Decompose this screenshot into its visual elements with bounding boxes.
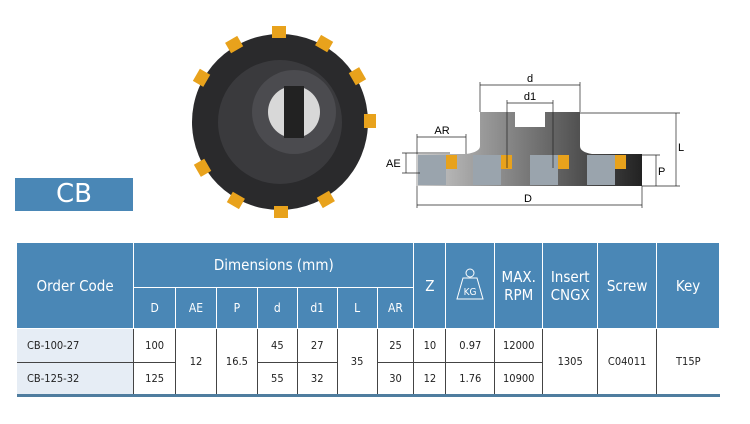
subheader-P: P	[215, 287, 258, 329]
order-code: CB-100-27	[17, 328, 135, 363]
table-row: CB-125-32 125 55 32 30 12 1.76 10900	[17, 362, 720, 397]
weight-icon: KG	[456, 268, 484, 299]
subheader-d1: d1	[296, 287, 338, 329]
cell-Z: 10	[413, 328, 447, 363]
cell-d1: 27	[296, 328, 338, 363]
label-ae: AE	[386, 158, 401, 170]
cell-AE: 12	[175, 328, 217, 397]
subheader-d: d	[256, 287, 298, 329]
label-ar: AR	[434, 125, 449, 137]
label-d1: d1	[524, 91, 536, 103]
cell-insert: 1305	[542, 328, 599, 397]
subheader-L: L	[336, 287, 378, 329]
cell-weight: 1.76	[445, 362, 496, 397]
cell-screw: C04011	[597, 328, 658, 397]
header-max-rpm: MAX. RPM	[494, 242, 544, 329]
cell-rpm: 12000	[494, 328, 544, 363]
subheader-D: D	[133, 287, 177, 329]
cell-weight: 0.97	[445, 328, 496, 363]
label-d: d	[527, 73, 533, 85]
label-l: L	[678, 142, 684, 154]
cell-Z: 12	[413, 362, 447, 397]
order-code: CB-125-32	[17, 362, 135, 397]
label-p: P	[658, 166, 665, 178]
header-insert: Insert CNGX	[542, 242, 599, 329]
cell-rpm: 10900	[494, 362, 544, 397]
header-order-code: Order Code	[17, 242, 135, 329]
cell-d: 55	[256, 362, 298, 397]
cell-AR: 30	[376, 362, 415, 397]
cell-AR: 25	[376, 328, 415, 363]
table-row: CB-100-27 100 12 16.5 45 27 35 25 10 0.9…	[17, 328, 720, 397]
header-dimensions: Dimensions (mm)	[133, 242, 415, 288]
label-D: D	[524, 193, 532, 205]
cell-L: 35	[336, 328, 378, 397]
cell-D: 125	[133, 362, 177, 397]
header-key: Key	[656, 242, 720, 329]
dimension-diagram: d d1 AR AE L P D	[386, 73, 684, 208]
subheader-AE: AE	[175, 287, 217, 329]
header-z: Z	[413, 242, 447, 329]
cell-key: T15P	[656, 328, 720, 397]
series-label: CB	[15, 178, 133, 211]
header-weight: KG	[445, 242, 496, 329]
header-screw: Screw	[597, 242, 658, 329]
subheader-AR: AR	[376, 287, 415, 329]
cell-d: 45	[256, 328, 298, 363]
cutter-product-image	[192, 26, 376, 218]
cell-d1: 32	[296, 362, 338, 397]
cell-D: 100	[133, 328, 177, 363]
specifications-table: Order Code Dimensions (mm) Z KG MAX. RPM…	[17, 242, 720, 397]
cell-P: 16.5	[215, 328, 258, 397]
svg-text:KG: KG	[464, 287, 477, 298]
